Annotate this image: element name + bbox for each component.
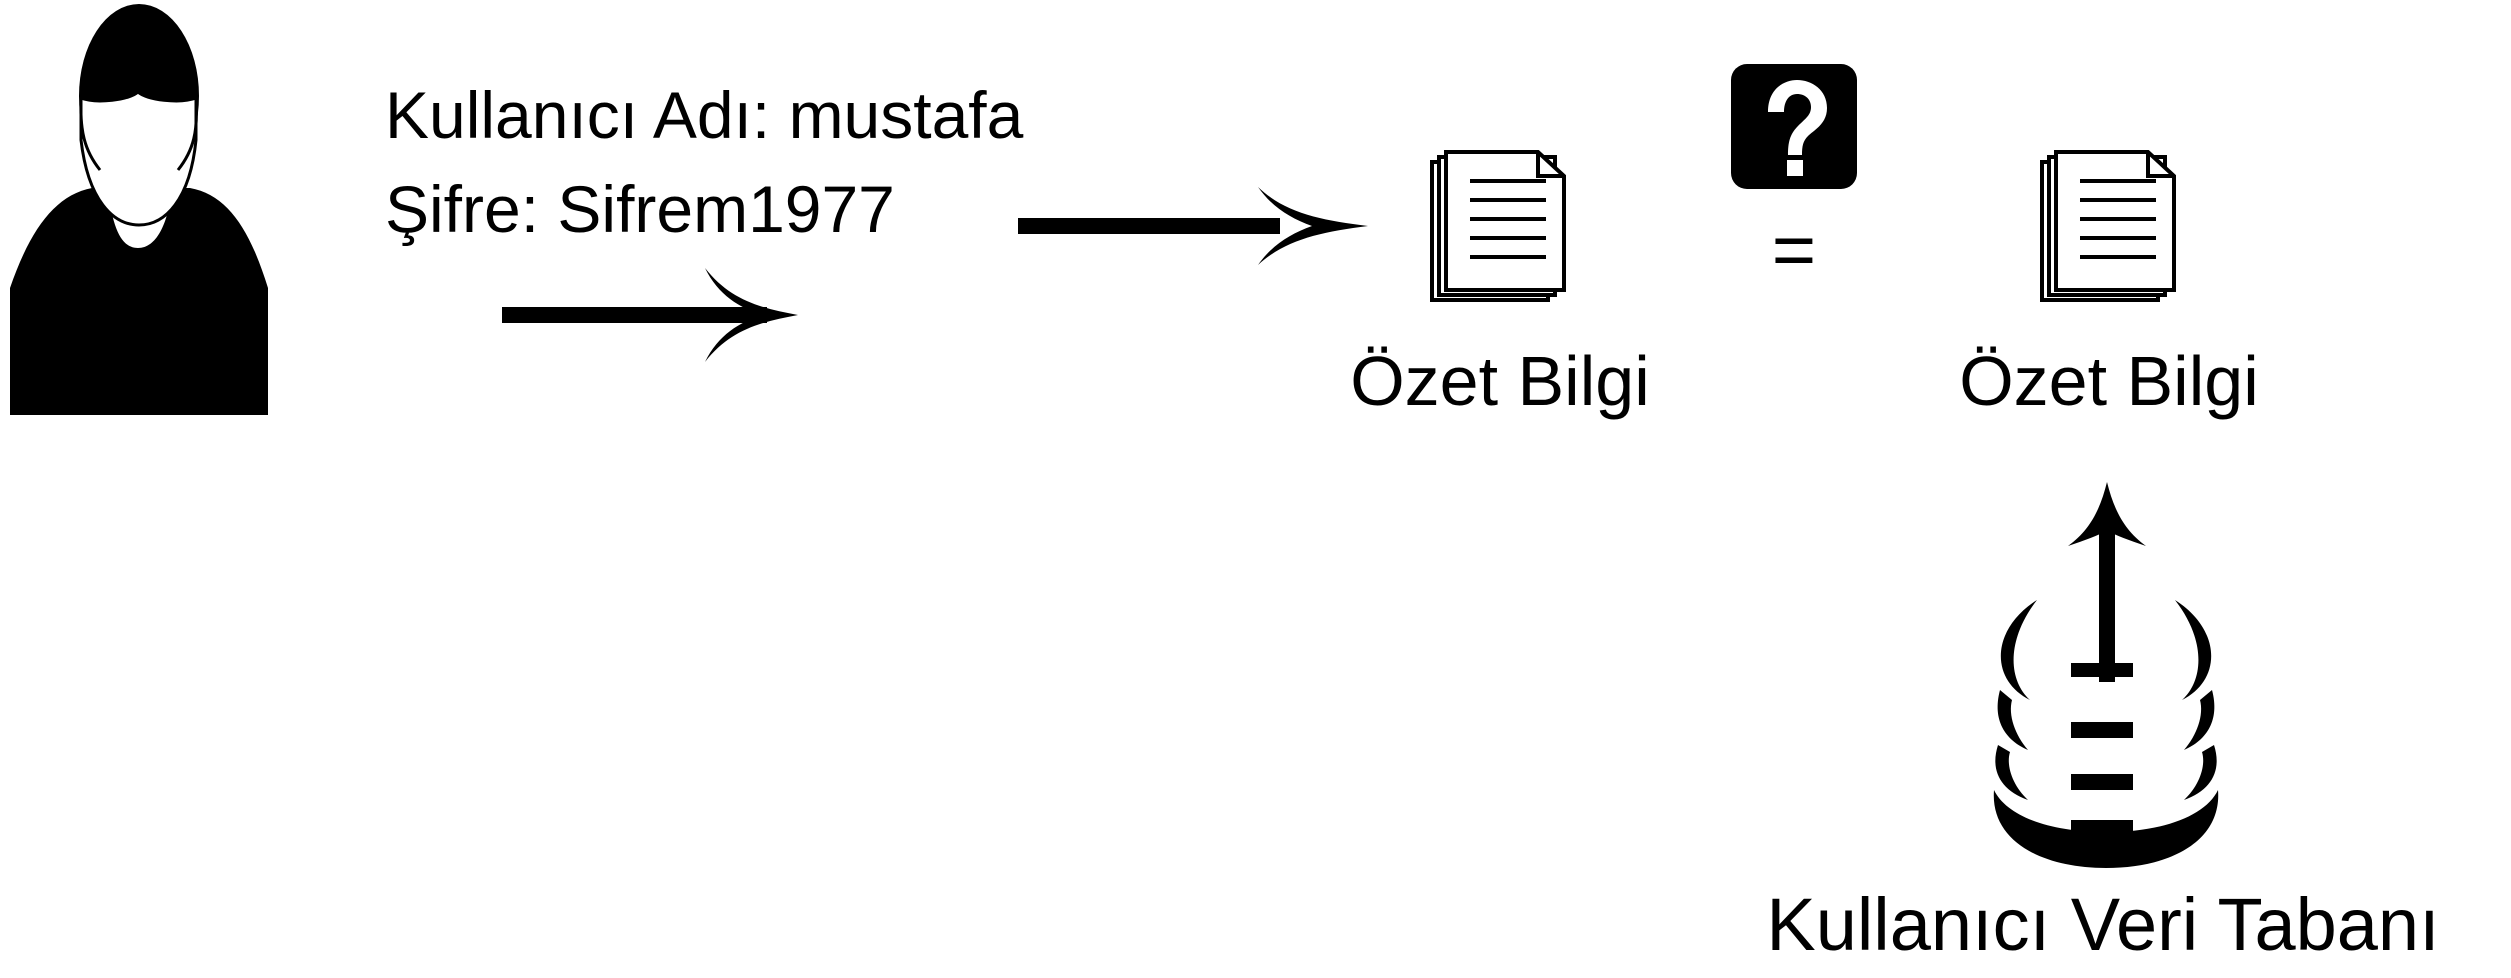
database-icon (1993, 600, 2219, 868)
username-text: Kullanıcı Adı: mustafa (385, 78, 1024, 152)
arrow-user-to-credentials (502, 268, 798, 362)
hash-label-left: Özet Bilgi (1350, 342, 1650, 420)
question-mark-icon (1731, 64, 1857, 189)
equals-symbol: = (1772, 208, 1816, 293)
hash-label-right: Özet Bilgi (1959, 342, 2259, 420)
document-stack-icon-left (1430, 150, 1566, 302)
document-stack-icon-right (2040, 150, 2176, 302)
user-silhouette-icon (10, 4, 268, 415)
arrow-database-to-hash (2068, 482, 2146, 682)
password-text: Şifre: Sifrem1977 (385, 172, 895, 246)
database-label: Kullanıcı Veri Tabanı (1766, 883, 2439, 966)
arrow-credentials-to-hash (1018, 187, 1368, 265)
